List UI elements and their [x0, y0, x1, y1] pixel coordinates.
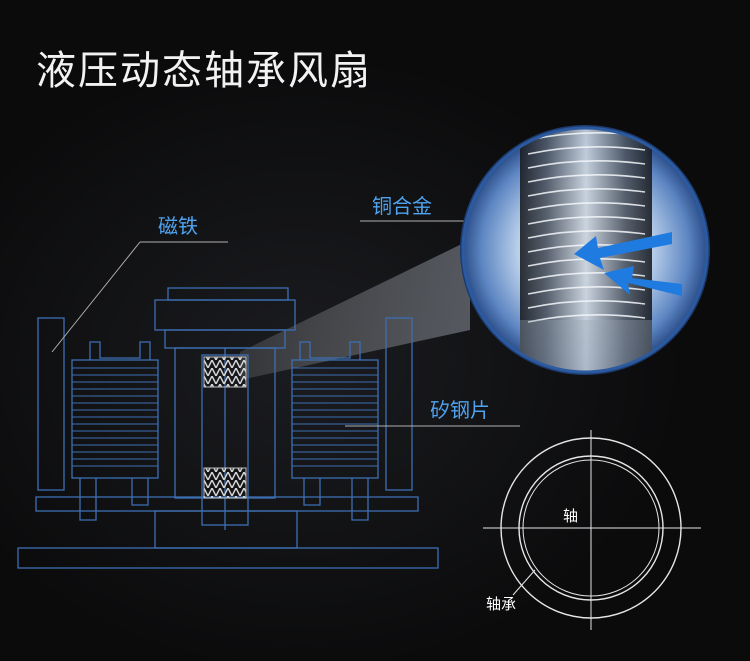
right-coil	[291, 359, 379, 479]
page-title: 液压动态轴承风扇	[36, 48, 372, 94]
helix-groove	[527, 174, 646, 183]
magnet-label: 磁铁	[158, 214, 198, 238]
helix-groove	[527, 188, 646, 197]
base-plate-lower	[17, 547, 439, 569]
fan-structure	[17, 287, 439, 569]
helix-groove	[527, 286, 646, 295]
lower-bearing-ring	[203, 467, 247, 499]
helix-groove	[527, 300, 646, 309]
coil-windings	[72, 367, 378, 467]
right-bracket	[299, 341, 361, 360]
helix-groove	[527, 146, 646, 155]
top-cap-body	[154, 299, 296, 331]
shaft-bearing-section	[483, 430, 701, 630]
left-coil	[71, 359, 159, 479]
bearing-leader	[512, 569, 536, 596]
silicon-steel-label: 矽钢片	[430, 398, 490, 422]
oil-flow-arrows	[574, 232, 682, 296]
upper-bearing-ring	[203, 356, 247, 388]
helix-groove	[527, 202, 646, 211]
shaft-label: 轴	[563, 507, 579, 525]
helix-groove	[527, 230, 646, 239]
helix-groove	[527, 216, 646, 225]
top-cap	[167, 287, 289, 301]
left-wall	[37, 317, 65, 491]
base-plate-upper	[35, 496, 419, 512]
helix-groove	[527, 160, 646, 169]
left-bracket	[89, 341, 151, 360]
bearing-label: 轴承	[486, 595, 517, 613]
magnify-beam	[240, 240, 470, 380]
center-post	[154, 510, 298, 549]
copper-alloy-label: 铜合金	[372, 194, 432, 218]
helix-groove	[527, 314, 646, 323]
right-wall	[385, 317, 413, 491]
magnet-leader	[51, 241, 141, 353]
magnified-view	[460, 125, 710, 375]
